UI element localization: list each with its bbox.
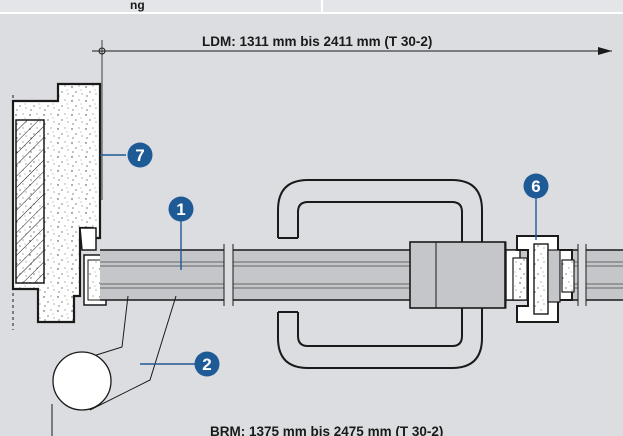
ldm-label: LDM: 1311 mm bis 2411 mm (T 30-2) bbox=[202, 34, 432, 49]
callout-7: 7 bbox=[127, 142, 153, 168]
callout-2-number: 2 bbox=[202, 355, 211, 374]
header-cut-text: ng bbox=[130, 0, 145, 12]
brm-dimension: BRM: 1375 mm bis 2475 mm (T 30-2) bbox=[51, 404, 443, 436]
callout-7-number: 7 bbox=[135, 146, 144, 165]
hinge-detail bbox=[52, 295, 177, 411]
arrow-right-icon bbox=[598, 47, 612, 55]
brm-label: BRM: 1375 mm bis 2475 mm (T 30-2) bbox=[210, 424, 443, 436]
door-handle bbox=[277, 179, 507, 369]
ldm-dimension: LDM: 1311 mm bis 2411 mm (T 30-2) bbox=[92, 34, 612, 200]
callout-6-number: 6 bbox=[531, 177, 540, 196]
callout-6: 6 bbox=[523, 173, 549, 199]
callout-1-number: 1 bbox=[176, 200, 185, 219]
header-strip: ng bbox=[0, 0, 623, 14]
callout-1: 1 bbox=[168, 196, 194, 222]
callout-2: 2 bbox=[194, 351, 220, 377]
door-frame-right bbox=[505, 235, 575, 323]
